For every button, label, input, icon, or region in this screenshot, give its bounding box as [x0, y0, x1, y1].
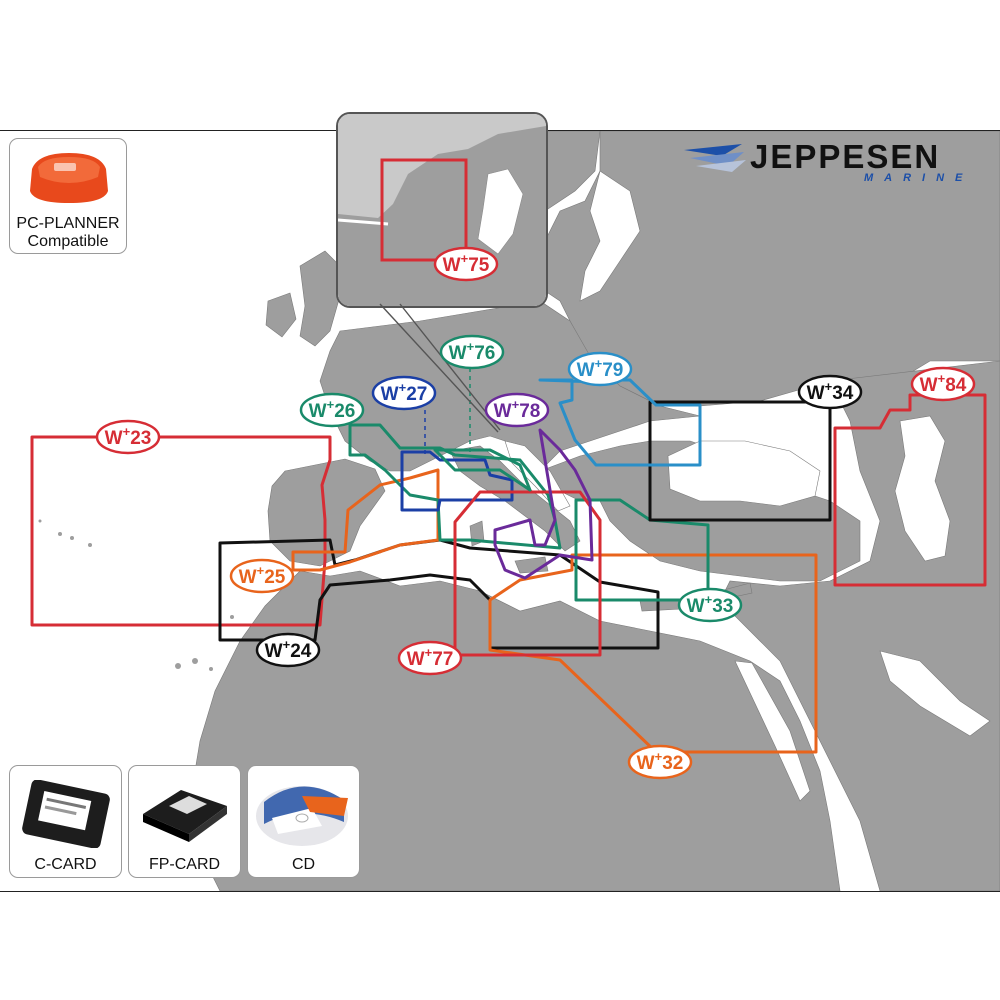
- c-card-panel[interactable]: C-CARD: [9, 765, 122, 878]
- pc-planner-label: PC-PLANNER: [16, 215, 120, 232]
- zone-badge-w27[interactable]: W+27: [371, 375, 437, 411]
- zone-badge-w24[interactable]: W+24: [255, 632, 321, 668]
- pc-planner-device-icon: [30, 153, 108, 203]
- zone-badge-text-w34: W+34: [807, 379, 854, 404]
- zone-w76-outline[interactable]: [433, 448, 532, 492]
- zone-badge-text-w76: W+76: [449, 339, 496, 364]
- zone-badge-text-w26: W+26: [309, 397, 356, 422]
- pc-planner-compatible-label: Compatible: [27, 233, 109, 250]
- zone-badge-text-w24: W+24: [265, 637, 312, 662]
- zone-badge-text-w84: W+84: [920, 371, 967, 396]
- zone-w23-outline[interactable]: [30, 435, 332, 627]
- zone-w78-outline[interactable]: [493, 428, 594, 580]
- zone-badge-text-w77: W+77: [407, 645, 454, 670]
- zone-badge-text-w25: W+25: [239, 563, 286, 588]
- zone-w34-outline[interactable]: [648, 400, 832, 522]
- fp-card-panel[interactable]: FP-CARD: [128, 765, 241, 878]
- zone-badge-w77[interactable]: W+77: [397, 640, 463, 676]
- atlantic-islands: [38, 519, 234, 671]
- zone-badge-w25[interactable]: W+25: [229, 558, 295, 594]
- map-svg: [38, 131, 1000, 891]
- zone-badge-text-w79: W+79: [577, 356, 624, 381]
- brand-name: JEPPESEN: [750, 138, 941, 175]
- zone-w84-outline[interactable]: [833, 393, 987, 587]
- zone-badge-w78[interactable]: W+78: [484, 392, 550, 428]
- zone-badge-w84[interactable]: W+84: [910, 366, 976, 402]
- cd-icon: [256, 786, 348, 846]
- fp-card-icon: [143, 790, 227, 842]
- zone-badge-text-w27: W+27: [381, 380, 428, 405]
- pc-planner-panel[interactable]: PC-PLANNER Compatible: [9, 138, 127, 254]
- zone-w77-outline[interactable]: [453, 490, 602, 657]
- zone-badge-w26[interactable]: W+26: [299, 392, 365, 428]
- zone-badge-w79[interactable]: W+79: [567, 351, 633, 387]
- zone-badge-w75[interactable]: W+75: [433, 246, 499, 282]
- zone-badge-text-w75: W+75: [443, 251, 490, 276]
- zone-badge-w23[interactable]: W+23: [95, 419, 161, 455]
- jeppesen-swoosh-icon: [684, 144, 746, 172]
- zone-badge-w32[interactable]: W+32: [627, 744, 693, 780]
- c-card-label: C-CARD: [34, 856, 97, 873]
- zone-badge-text-w33: W+33: [687, 592, 734, 617]
- zone-badge-text-w23: W+23: [105, 424, 152, 449]
- zone-badge-w33[interactable]: W+33: [677, 587, 743, 623]
- zone-badge-w34[interactable]: W+34: [797, 374, 863, 410]
- seas: [504, 170, 991, 802]
- zone-w27-outline[interactable]: [400, 450, 514, 512]
- fp-card-label: FP-CARD: [148, 856, 221, 873]
- zone-badge-text-w32: W+32: [637, 749, 684, 774]
- zone-w26-outline[interactable]: [348, 423, 562, 550]
- cd-label: CD: [291, 856, 316, 873]
- cd-panel[interactable]: CD: [247, 765, 360, 878]
- zone-badge-text-w78: W+78: [494, 397, 541, 422]
- zone-badge-w76[interactable]: W+76: [439, 334, 505, 370]
- jeppesen-logo: JEPPESEN MARINE: [682, 138, 982, 188]
- c-card-icon: [22, 780, 110, 848]
- brand-sub: MARINE: [864, 172, 974, 184]
